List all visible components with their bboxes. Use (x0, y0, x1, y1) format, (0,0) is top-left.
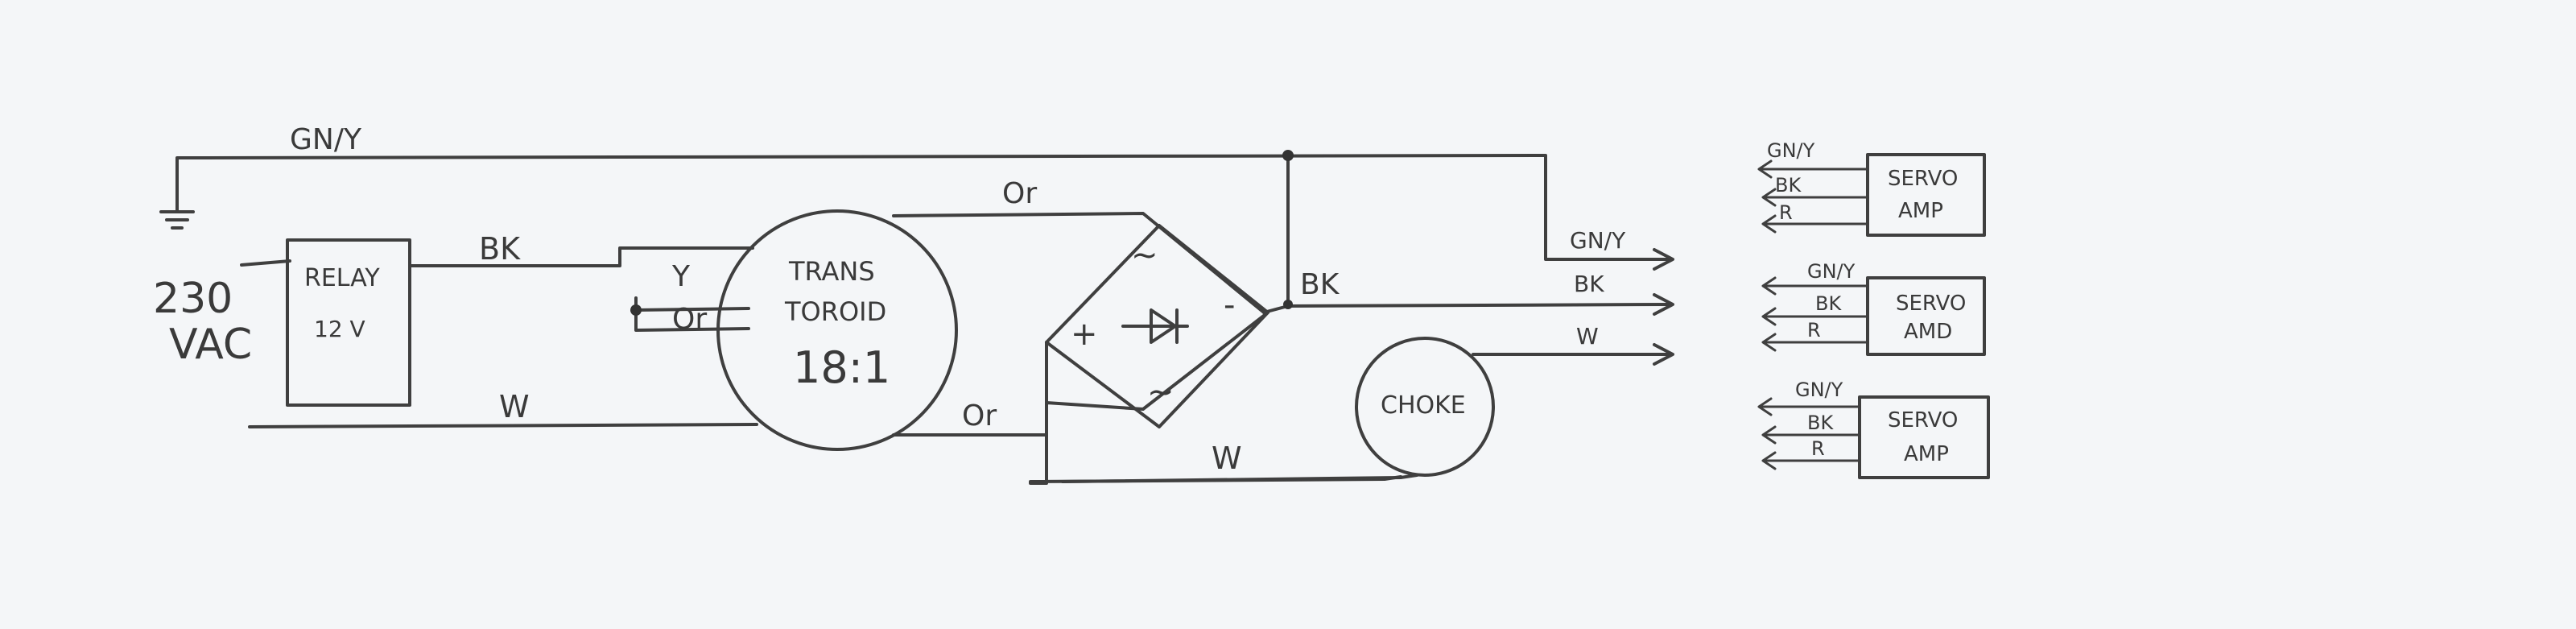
supply-unit: VAC (169, 321, 252, 369)
servo-amp-leads (1761, 276, 1869, 352)
servo-amp-1: SERVO AMP GN/Y BK R (1757, 139, 1986, 237)
wire-label-gny-top: GN/Y (290, 123, 362, 156)
junction-dot (1283, 300, 1293, 309)
junction-dot (1282, 150, 1294, 161)
wire-label-or-left: Or (672, 303, 707, 336)
wire-label-gny-out: GN/Y (1570, 227, 1626, 254)
servo-amp-leads (1757, 397, 1861, 470)
relay-rating: 12 V (314, 316, 365, 342)
bridge-ac-bottom: ~ (1147, 374, 1174, 411)
servo-wire-r: R (1811, 437, 1825, 460)
transformer-ratio: 18:1 (793, 342, 890, 393)
servo-wire-bk: BK (1807, 412, 1834, 434)
wire-network (159, 154, 1674, 485)
wire-label-w-bottom: W (499, 389, 530, 424)
relay-box (286, 238, 411, 407)
wire-label-w-return: W (1212, 441, 1242, 476)
servo-amp-leads (1757, 159, 1869, 234)
bridge-ac-top: ~ (1131, 237, 1158, 274)
servo-amp-line2: AMD (1904, 320, 1952, 344)
choke-return-wire (1061, 474, 1418, 483)
or-tap-wire (634, 308, 750, 332)
arrow-bk-out (1653, 293, 1674, 316)
choke-label: CHOKE (1381, 391, 1466, 420)
servo-wire-gny: GN/Y (1795, 379, 1843, 401)
servo-wire-gny: GN/Y (1767, 139, 1815, 162)
servo-amp-line2: AMP (1904, 442, 1949, 466)
servo-amp-2: SERVO AMD GN/Y BK R (1761, 260, 1986, 356)
servo-amp-line2: AMP (1898, 199, 1943, 223)
transformer-line2: TOROID (784, 296, 886, 327)
wire-label-bk-relay: BK (479, 231, 521, 267)
servo-amp-box (1858, 395, 1990, 479)
wire-label-or-top: Or (1002, 177, 1037, 210)
arrow-w-out (1653, 343, 1674, 366)
ground-symbol (159, 210, 195, 230)
bridge-plus: + (1071, 316, 1098, 353)
bridge-diamond (1045, 224, 1269, 428)
servo-wire-gny: GN/Y (1807, 260, 1856, 283)
ground-rail-wire (175, 154, 1672, 261)
servo-wire-bk: BK (1775, 174, 1802, 197)
or-top-wire (892, 212, 1265, 314)
servo-wire-bk: BK (1815, 292, 1842, 315)
servo-amp-box (1866, 153, 1986, 237)
choke-circle (1355, 337, 1495, 477)
relay-label: RELAY (304, 264, 380, 292)
supply-voltage: 230 (153, 275, 233, 323)
wire-label-w-out: W (1576, 323, 1599, 350)
bridge-minus: - (1224, 287, 1235, 324)
w-bottom-wire (248, 423, 758, 428)
bk-out-wire (1262, 303, 1672, 314)
servo-wire-r: R (1779, 201, 1793, 224)
arrow-gny-out (1653, 248, 1674, 271)
wire-label-y: Y (671, 260, 691, 293)
junction-dot (630, 304, 642, 316)
bk-relay-wire (409, 246, 754, 267)
wire-label-bk-out: BK (1300, 268, 1340, 301)
diode-icon (1121, 308, 1189, 344)
wire-label-bk-out2: BK (1574, 271, 1604, 297)
mains-top-lead (240, 259, 291, 267)
servo-amp-line1: SERVO (1896, 292, 1966, 316)
servo-amp-line1: SERVO (1888, 167, 1958, 191)
transformer-line1: TRANS (788, 256, 875, 287)
transformer-circle (716, 209, 958, 451)
servo-amp-line1: SERVO (1888, 408, 1958, 432)
servo-wire-r: R (1807, 319, 1821, 341)
wire-label-or-bottom: Or (962, 399, 997, 432)
servo-amp-3: SERVO AMP GN/Y BK R (1757, 379, 1990, 479)
